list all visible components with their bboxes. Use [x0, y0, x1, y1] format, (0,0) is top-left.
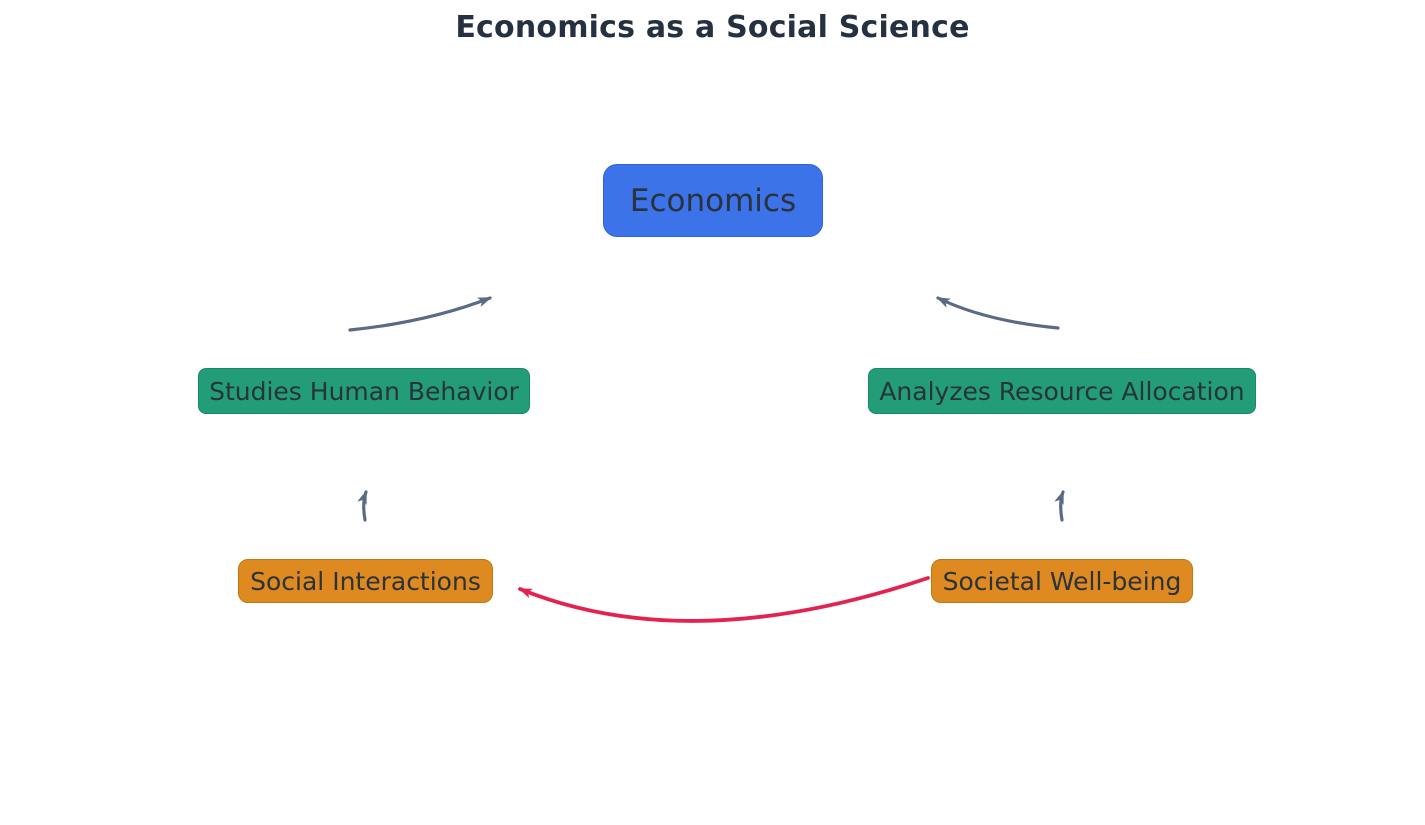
edge-analyzes-to-economics: [936, 296, 1060, 330]
diagram-title: Economics as a Social Science: [455, 10, 970, 45]
edge-societal-to-analyzes: [1054, 490, 1065, 522]
node-economics-label: Economics: [629, 182, 797, 219]
node-social-interactions-label: Social Interactions: [250, 566, 481, 596]
edge-social-to-studies: [357, 490, 368, 522]
node-studies-human-behavior: Studies Human Behavior: [198, 368, 530, 414]
edge-studies-to-economics: [348, 296, 492, 332]
node-analyzes-resource-allocation-label: Analyzes Resource Allocation: [879, 376, 1245, 406]
node-societal-well-being: Societal Well-being: [931, 559, 1193, 603]
node-social-interactions: Social Interactions: [238, 559, 493, 603]
node-societal-well-being-label: Societal Well-being: [942, 566, 1182, 596]
node-economics: Economics: [603, 164, 823, 237]
edge-societal-to-social: [518, 576, 930, 623]
node-analyzes-resource-allocation: Analyzes Resource Allocation: [868, 368, 1256, 414]
node-studies-human-behavior-label: Studies Human Behavior: [209, 376, 519, 406]
